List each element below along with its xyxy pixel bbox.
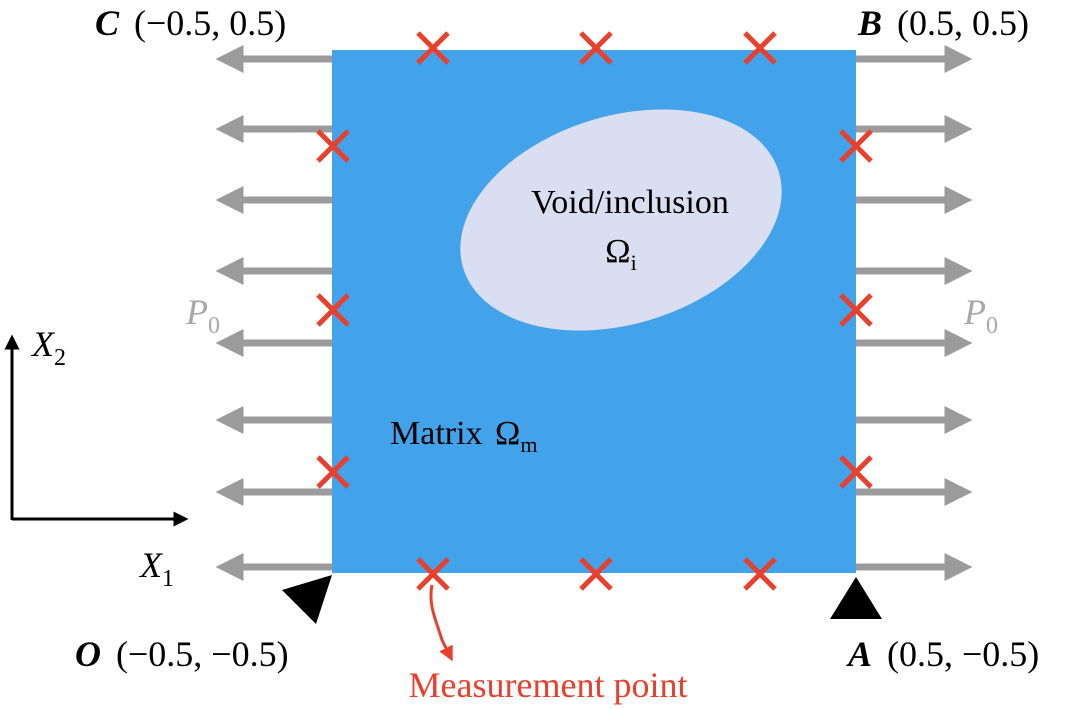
corner-letter-c: C xyxy=(95,3,120,43)
matrix-subscript: m xyxy=(520,432,537,457)
measurement-marker xyxy=(579,31,613,65)
support-triangle-o xyxy=(282,575,332,624)
support-triangle-a xyxy=(830,577,882,619)
x1-subscript: 1 xyxy=(162,566,174,592)
load-right-subscript: 0 xyxy=(986,313,998,339)
measurement-label: Measurement point xyxy=(409,665,688,705)
corner-label-b: B (0.5, 0.5) xyxy=(857,3,1029,43)
load-right-symbol: P xyxy=(963,292,986,332)
inclusion-symbol: Ωi xyxy=(605,233,636,275)
measurement-marker xyxy=(316,129,350,163)
measurement-marker xyxy=(416,31,450,65)
corner-label-c: C (−0.5, 0.5) xyxy=(95,3,286,43)
load-left-subscript: 0 xyxy=(208,313,220,339)
inclusion-label: Void/inclusion xyxy=(531,184,729,221)
measurement-marker xyxy=(579,557,613,591)
corner-letter-a: A xyxy=(846,634,872,674)
x1-symbol: X xyxy=(138,545,164,585)
inclusion-domain xyxy=(460,109,782,331)
measurement-marker xyxy=(839,293,873,327)
measurement-marker xyxy=(839,455,873,489)
inclusion-omega: Ω xyxy=(605,233,630,270)
corner-label-o: O (−0.5, −0.5) xyxy=(75,634,289,674)
load-label-right: P0 xyxy=(963,292,998,339)
measurement-marker xyxy=(316,455,350,489)
corner-letter-o: O xyxy=(75,634,101,674)
load-label-left: P0 xyxy=(185,292,220,339)
measurement-marker xyxy=(416,557,450,591)
measurement-marker xyxy=(743,557,777,591)
left-load-arrows xyxy=(215,45,332,581)
x1-label: X1 xyxy=(138,545,174,592)
corner-label-a: A (0.5, −0.5) xyxy=(846,634,1039,674)
measurement-pointer xyxy=(429,584,453,662)
measurement-markers xyxy=(316,31,873,591)
right-load-arrows xyxy=(856,45,973,581)
inclusion-subscript: i xyxy=(631,250,637,275)
measurement-marker xyxy=(316,293,350,327)
measurement-marker xyxy=(839,129,873,163)
matrix-label: Matrix Ωm xyxy=(390,415,537,457)
matrix-text: Matrix xyxy=(390,415,483,452)
corner-letter-b: B xyxy=(857,3,882,43)
corner-coords-c: (−0.5, 0.5) xyxy=(134,3,286,43)
measurement-marker xyxy=(743,31,777,65)
corner-coords-o: (−0.5, −0.5) xyxy=(116,634,289,674)
corner-coords-b: (0.5, 0.5) xyxy=(897,3,1029,43)
x2-label: X2 xyxy=(30,324,66,371)
corner-coords-a: (0.5, −0.5) xyxy=(887,634,1039,674)
matrix-omega: Ω xyxy=(495,415,520,452)
load-left-symbol: P xyxy=(185,292,208,332)
x2-symbol: X xyxy=(30,324,56,364)
x2-subscript: 2 xyxy=(54,345,66,371)
